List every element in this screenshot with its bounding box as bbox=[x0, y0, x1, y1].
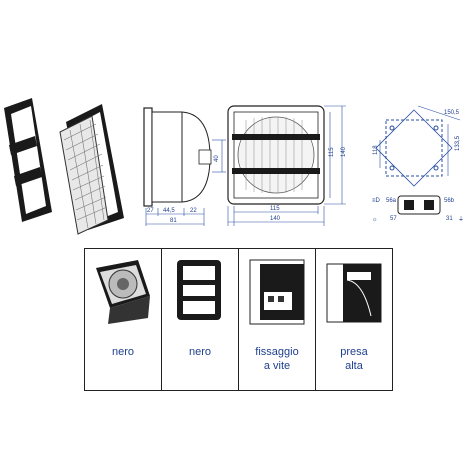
dim-front-height-outer: 140 bbox=[341, 146, 347, 157]
ground-symbol-icon: ⏚ bbox=[458, 216, 464, 223]
lamp-body-icon bbox=[96, 260, 150, 324]
panel-high-socket: presa alta bbox=[316, 249, 392, 390]
panel-screw-mount: fissaggio a vite bbox=[239, 249, 316, 390]
dim-side-height: 40 bbox=[214, 155, 220, 162]
grille-frame-drawing bbox=[4, 98, 52, 222]
dim-front-height-inner: 115 bbox=[329, 147, 335, 157]
dim-side-a: 27 bbox=[147, 208, 154, 214]
dim-front-width-inner: 115 bbox=[270, 206, 280, 212]
conn-57-label: 57 bbox=[390, 216, 397, 222]
dim-rear-side: 118 bbox=[373, 145, 379, 155]
sidelight-symbol-icon: ☼ bbox=[372, 217, 378, 223]
headlight-symbol-icon: ≡D bbox=[372, 198, 381, 204]
caption-screw-mount: fissaggio a vite bbox=[255, 346, 299, 372]
panel-lamp-body: nero bbox=[85, 249, 162, 390]
dim-side-b: 44,5 bbox=[163, 208, 175, 214]
screw-mount-icon bbox=[249, 259, 305, 325]
technical-drawings: 27 44,5 22 81 40 bbox=[4, 98, 464, 235]
caption-grille-frame: nero bbox=[188, 346, 212, 358]
dim-rear-height: 133,5 bbox=[455, 135, 461, 151]
conn-56b-label: 56b bbox=[444, 198, 455, 204]
panel-grille-frame: nero bbox=[162, 249, 239, 390]
dim-side-total: 81 bbox=[170, 218, 177, 224]
caption-lamp-body: nero bbox=[111, 346, 135, 358]
conn-31-label: 31 bbox=[446, 216, 453, 222]
dim-side-c: 22 bbox=[190, 208, 197, 214]
side-view-drawing: 27 44,5 22 81 40 bbox=[143, 107, 226, 226]
dim-front-width-outer: 140 bbox=[270, 216, 281, 222]
variant-panels: nero nero fissaggio a vite presa alta bbox=[84, 248, 393, 391]
grille-frame-icon bbox=[177, 260, 221, 320]
dim-rear-diagonal: 150,5 bbox=[444, 110, 460, 116]
high-socket-icon bbox=[326, 263, 382, 323]
caption-high-socket: presa alta bbox=[340, 346, 368, 372]
front-view-drawing: 115 140 115 140 bbox=[227, 105, 347, 226]
lamp-assembly-drawing bbox=[59, 104, 124, 235]
rear-mount-drawing: 150,5 133,5 118 bbox=[373, 105, 461, 187]
conn-56a-label: 56a bbox=[386, 198, 397, 204]
connector-diagram: 56a 56b 57 31 ≡D ☼ ⏚ bbox=[372, 195, 464, 223]
